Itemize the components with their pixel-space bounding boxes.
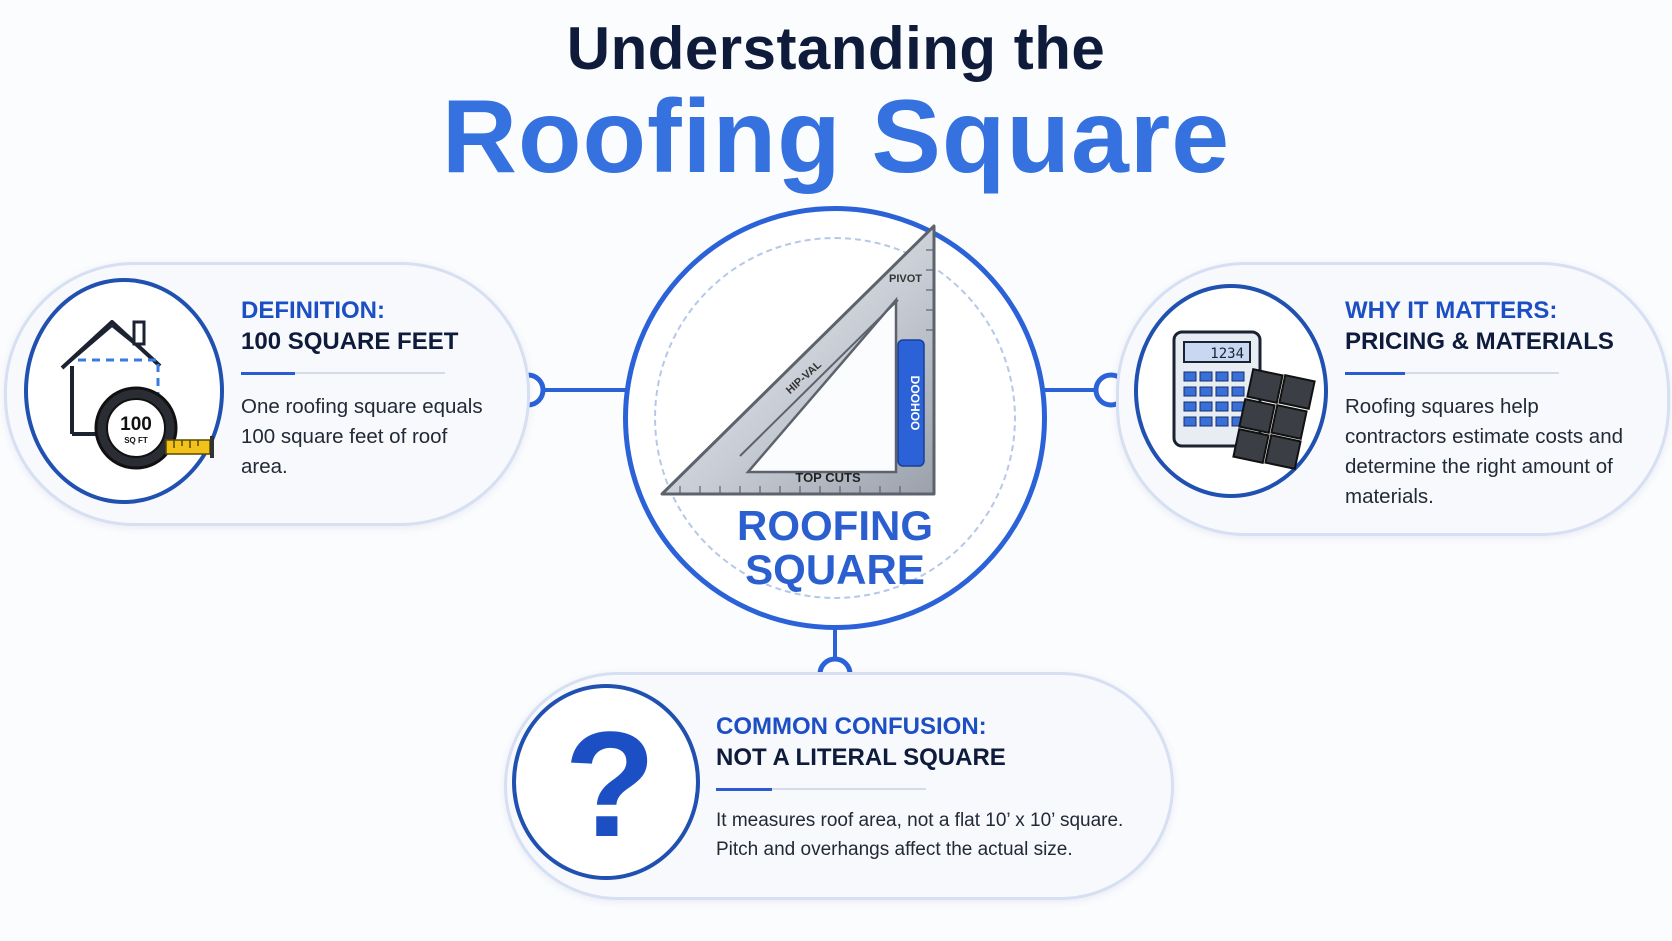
speed-square-slot [739,299,899,457]
definition-heading: 100 SQUARE FEET [241,328,459,355]
definition-icon-circle: 100 SQ FT [24,278,224,504]
speed-square-top-cuts-text: TOP CUTS [795,470,861,485]
why-icon-circle: 1234 [1134,284,1328,498]
confusion-divider [716,788,926,791]
title-line-1: Understanding the [566,15,1106,82]
center-dashed-ring [654,237,1016,599]
center-label-line-2: SQUARE [745,546,925,593]
question-mark-icon: ? [564,700,656,868]
why-body: Roofing squares help contractors estimat… [1345,395,1624,508]
confusion-kicker: COMMON CONFUSION: [716,713,987,740]
confusion-text: COMMON CONFUSION: NOT A LITERAL SQUARE I… [716,712,1156,864]
definition-text: DEFINITION: 100 SQUARE FEET One roofing … [241,296,491,482]
definition-kicker: DEFINITION: [241,297,385,324]
speed-square-label-strip [897,339,925,467]
why-heading: PRICING & MATERIALS [1345,328,1614,355]
confusion-body-line-2: Pitch and overhangs affect the actual si… [716,839,1073,860]
center-label: ROOFING SQUARE [623,504,1047,592]
speed-square-cutout [745,296,898,474]
tape-unit: SQ FT [124,436,148,445]
calculator-display: 1234 [1210,346,1244,362]
definition-body: One roofing square equals 100 square fee… [241,395,483,478]
confusion-icon-circle: ? [512,684,700,880]
title-line-2: Roofing Square [441,79,1231,195]
speed-square-side-text: DOOHOO [908,376,922,431]
definition-divider [241,372,445,375]
question-symbol: ? [564,700,656,868]
confusion-heading: NOT A LITERAL SQUARE [716,744,1006,771]
tape-value: 100 [120,414,152,435]
speed-square-pivot-text: PIVOT [889,273,922,285]
confusion-body-line-1: It measures roof area, not a flat 10’ x … [716,810,1124,831]
why-text: WHY IT MATTERS: PRICING & MATERIALS Roof… [1345,296,1637,512]
center-circle [623,206,1047,630]
why-kicker: WHY IT MATTERS: [1345,297,1558,324]
why-divider [1345,372,1559,375]
center-label-line-1: ROOFING [737,502,933,549]
calculator-shingles-icon: 1234 [1172,330,1316,470]
house-tape-measure-icon: 100 SQ FT [60,320,214,470]
